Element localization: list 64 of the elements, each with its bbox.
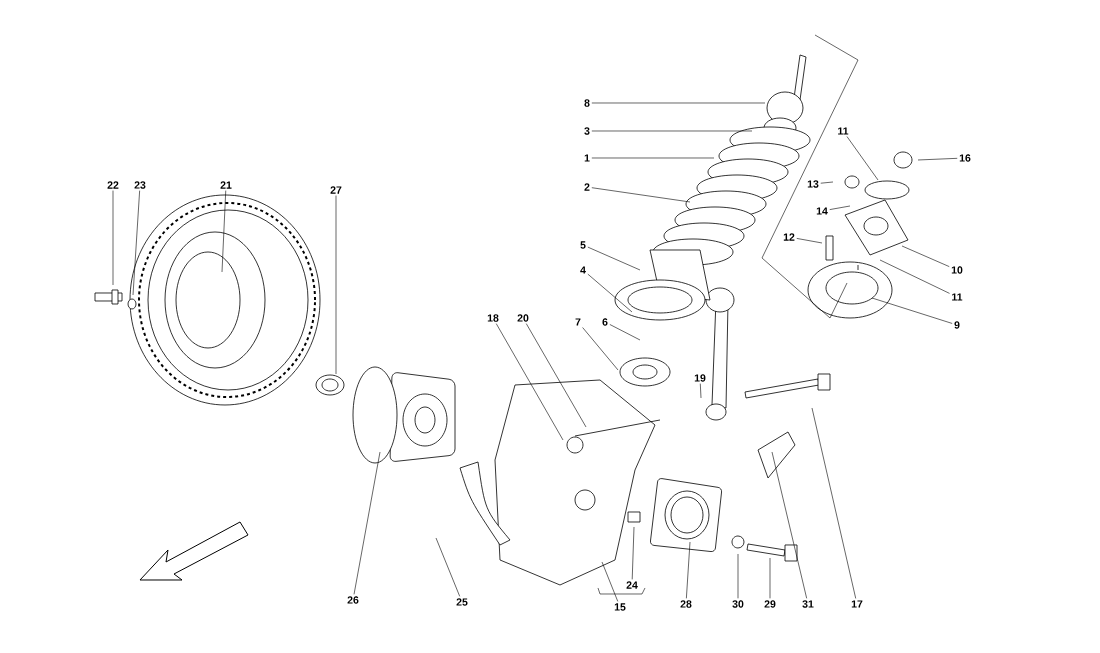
callout-number: 11: [952, 293, 963, 301]
leader-line: [112, 190, 114, 286]
callout-number: 28: [680, 600, 692, 608]
callout-number: 14: [816, 207, 828, 215]
callout-number: 1: [584, 154, 590, 162]
leader-line: [811, 407, 857, 599]
callout-number: 3: [584, 127, 590, 135]
leader-line: [132, 190, 140, 296]
leader-line: [771, 451, 807, 599]
leader-line: [525, 323, 587, 428]
leader-line: [846, 136, 879, 181]
leader-line: [879, 259, 950, 294]
callout-number: 30: [732, 600, 744, 608]
leader-line: [435, 537, 461, 597]
leader-line: [686, 541, 691, 599]
callout-number: 2: [584, 183, 590, 191]
leader-line: [353, 451, 381, 595]
callout-number: 23: [134, 181, 146, 189]
leader-line: [221, 190, 227, 273]
leader-line: [631, 526, 635, 580]
callout-number: 20: [517, 314, 529, 322]
leader-line: [609, 324, 641, 341]
leader-line: [587, 273, 633, 313]
callout-number: 22: [107, 181, 119, 189]
callout-number: 15: [614, 603, 626, 611]
callout-number: 13: [807, 180, 819, 188]
callout-number: 16: [959, 154, 971, 162]
leader-line: [769, 557, 771, 599]
callout-number: 21: [220, 181, 232, 189]
leader-line: [917, 158, 958, 161]
callout-number: 4: [580, 266, 586, 274]
callout-number: 26: [347, 596, 359, 604]
leader-line: [591, 102, 766, 104]
callout-number: 6: [602, 318, 608, 326]
callout-number: 27: [330, 186, 342, 194]
callout-number: 8: [584, 99, 590, 107]
leader-line: [587, 246, 641, 271]
callout-number: 7: [575, 318, 581, 326]
callout-number: 5: [580, 241, 586, 249]
leader-line: [591, 130, 753, 132]
leader-line: [901, 245, 950, 267]
leader-line: [591, 157, 715, 159]
callout-number: 31: [802, 600, 814, 608]
callout-number: 25: [456, 598, 468, 606]
leader-line: [591, 187, 691, 203]
callout-number: 29: [764, 600, 776, 608]
leader-line: [601, 561, 619, 602]
leader-line: [495, 323, 564, 441]
callout-number: 11: [838, 127, 849, 135]
leader-line: [335, 195, 337, 375]
leader-line: [582, 327, 619, 371]
leader-line: [871, 297, 953, 324]
callout-number: 19: [694, 374, 706, 382]
leader-line: [829, 205, 851, 210]
leader-line: [820, 181, 834, 184]
callout-number: 10: [951, 266, 963, 274]
callout-number: 18: [487, 314, 499, 322]
leader-line: [796, 238, 823, 244]
leader-line: [700, 383, 702, 399]
callout-number: 17: [851, 600, 863, 608]
callout-number: 12: [783, 233, 795, 241]
callout-number: 24: [626, 581, 638, 589]
callout-number: 9: [954, 321, 960, 329]
leader-line: [737, 553, 739, 599]
